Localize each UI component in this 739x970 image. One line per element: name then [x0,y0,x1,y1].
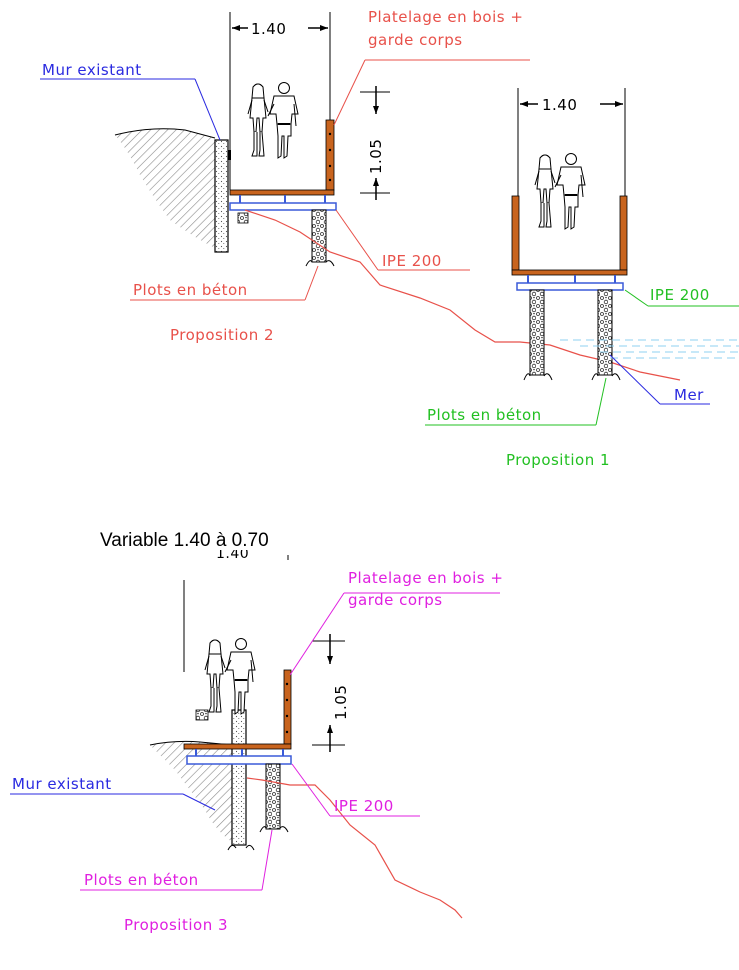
small-pad [195,709,209,721]
existing-wall [231,709,247,846]
existing-wall [214,139,229,253]
proposition-1-section: 1.40 IPE 200 Mer Plots en béton Proposit… [425,88,739,469]
prop2-deck-label-2: garde corps [368,31,463,49]
small-pad [237,212,249,224]
people-figure [204,637,256,715]
concrete-pile [265,763,281,830]
prop2-title: Proposition 2 [170,326,274,344]
seabed-line [246,777,463,919]
concrete-pile-left [529,289,545,376]
prop2-height-dimension: 1.05 [367,139,385,174]
right-guard-rail [619,195,628,271]
prop1-beam-label: IPE 200 [650,286,710,304]
ipe-beam [229,202,337,211]
concrete-pile [311,209,327,263]
prop2-plots-label: Plots en béton [133,281,248,299]
variable-width-heading: Variable 1.40 à 0.70 [100,530,269,551]
wooden-deck [511,269,628,276]
people-figure [247,81,299,159]
ipe-beam [516,282,624,291]
proposition-2-section: 1.40 1.05 Mur existant Platelage en bois… [40,8,681,381]
prop3-beam-label: IPE 200 [334,797,394,815]
ground-line [149,740,233,746]
prop3-height-dimension: 1.05 [332,685,350,720]
concrete-pile-right [597,289,613,376]
ground-line [114,128,216,139]
ground-hatch [150,741,232,842]
prop1-sea-label: Mer [674,386,704,404]
proposition-3-section: 1.40 1.05 Platelage en bois + [10,546,503,934]
prop2-beam-label: IPE 200 [382,252,442,270]
prop1-width-dimension: 1.40 [542,96,577,114]
people-figure [534,152,586,230]
wooden-deck [183,743,292,750]
prop3-plots-label: Plots en béton [84,871,199,889]
sea-water [560,339,739,359]
prop3-title: Proposition 3 [124,916,228,934]
seabed-line [244,209,681,381]
left-guard-rail [511,195,520,271]
prop1-plots-label: Plots en béton [427,406,542,424]
prop2-width-dimension: 1.40 [251,20,286,38]
prop2-deck-label-1: Platelage en bois + [368,8,523,26]
wooden-deck [229,189,335,196]
prop1-title: Proposition 1 [506,451,610,469]
ground-hatch [115,128,215,248]
prop3-wall-label: Mur existant [12,775,112,793]
prop2-wall-label: Mur existant [42,61,142,79]
prop3-deck-label-1: Platelage en bois + [348,569,503,587]
ipe-beam [186,755,292,765]
prop3-deck-label-2: garde corps [348,591,443,609]
prop3-partial-dimension: 1.40 [216,546,249,562]
